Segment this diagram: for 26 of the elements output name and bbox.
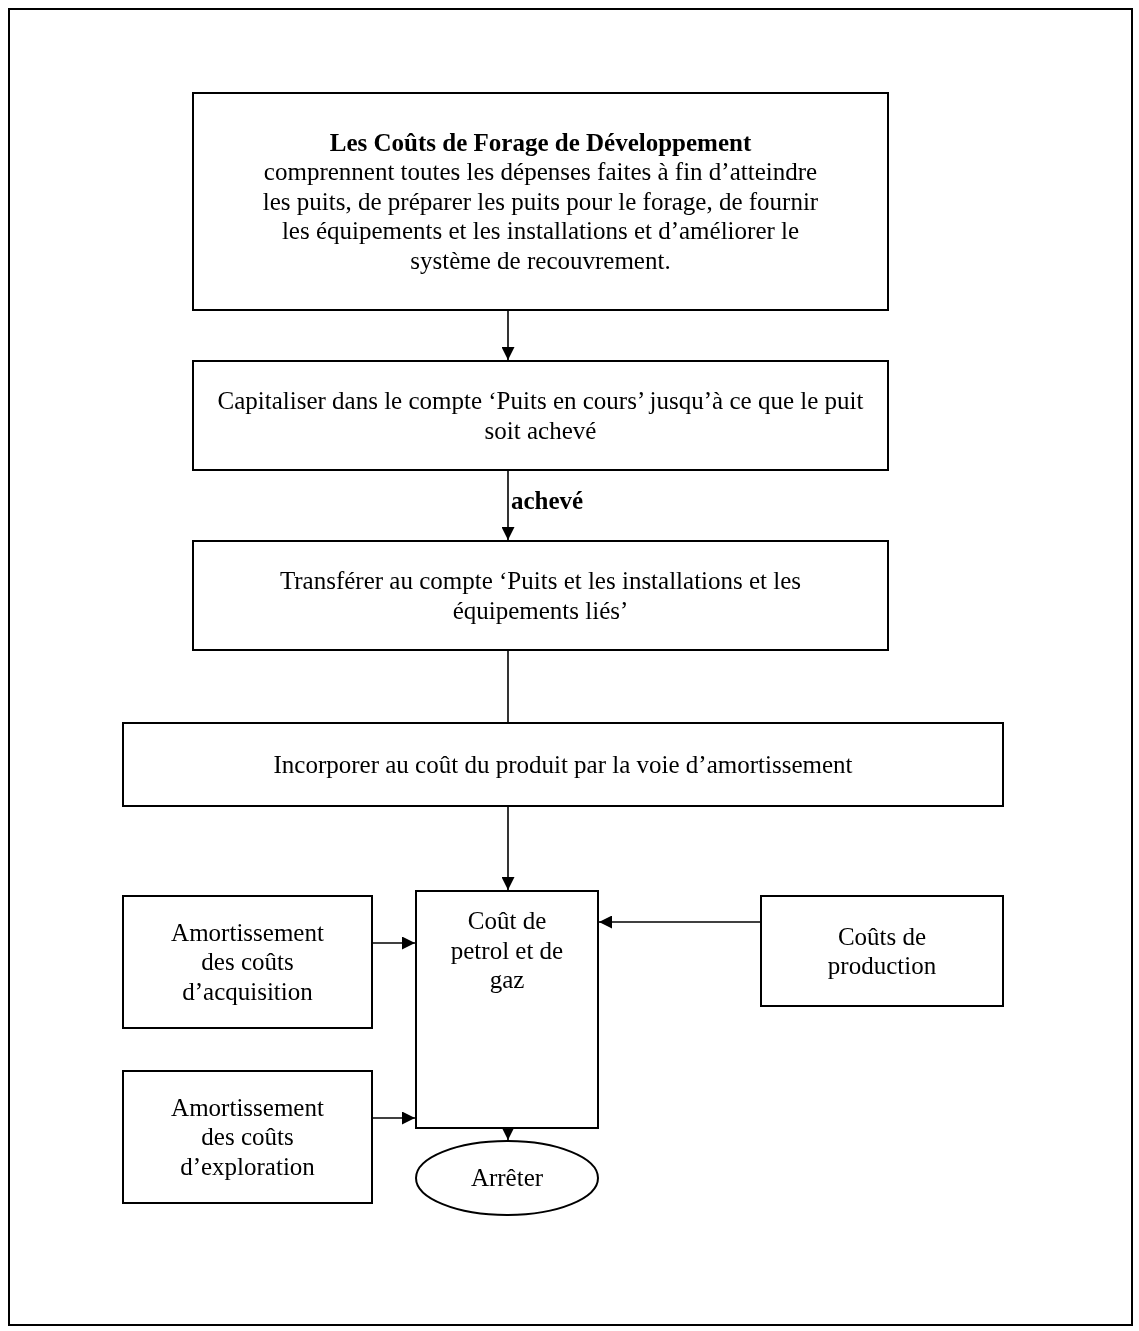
- arrow: [501, 310, 515, 361]
- process-box: [122, 1070, 373, 1204]
- arrow: [501, 1127, 515, 1141]
- process-box: [122, 895, 373, 1029]
- process-box: [122, 722, 1004, 807]
- terminal-ellipse: [415, 1140, 599, 1216]
- box-text: Capitaliser dans le compte ‘Puits en cours’ jusqu’à ce que le puit soit achevé: [216, 386, 865, 445]
- box-text: Amortissement des coûts d’acquisition: [170, 917, 325, 1007]
- process-box: [192, 540, 889, 651]
- box-text: Amortissement des coûts d’exploration: [170, 1092, 325, 1182]
- box-heading: Les Coûts de Forage de Développement: [329, 127, 752, 158]
- box-text: Arrêter: [470, 1163, 544, 1193]
- box-text: comprennent toutes les dépenses faites à fin d’atteindre les puits, de préparer les puits pour le forage, de fournir les équipements et les installations et d’améliorer le système de recouvrement.: [261, 157, 820, 276]
- box-text: Incorporer au coût du produit par la voie d’amortissement: [273, 749, 853, 780]
- arrow: [372, 1111, 416, 1125]
- process-box: [760, 895, 1004, 1007]
- arrow: [501, 470, 515, 541]
- arrow: [598, 915, 761, 929]
- process-box: [415, 890, 599, 1129]
- box-text: Coût de petrol et de gaz: [449, 906, 565, 995]
- box-text: Coûts de production: [826, 921, 938, 981]
- process-box: [192, 92, 889, 311]
- arrow: [372, 936, 416, 950]
- arrow: [501, 806, 515, 891]
- box-text: Transférer au compte ‘Puits et les installations et les équipements liés’: [278, 566, 803, 625]
- process-box: [192, 360, 889, 471]
